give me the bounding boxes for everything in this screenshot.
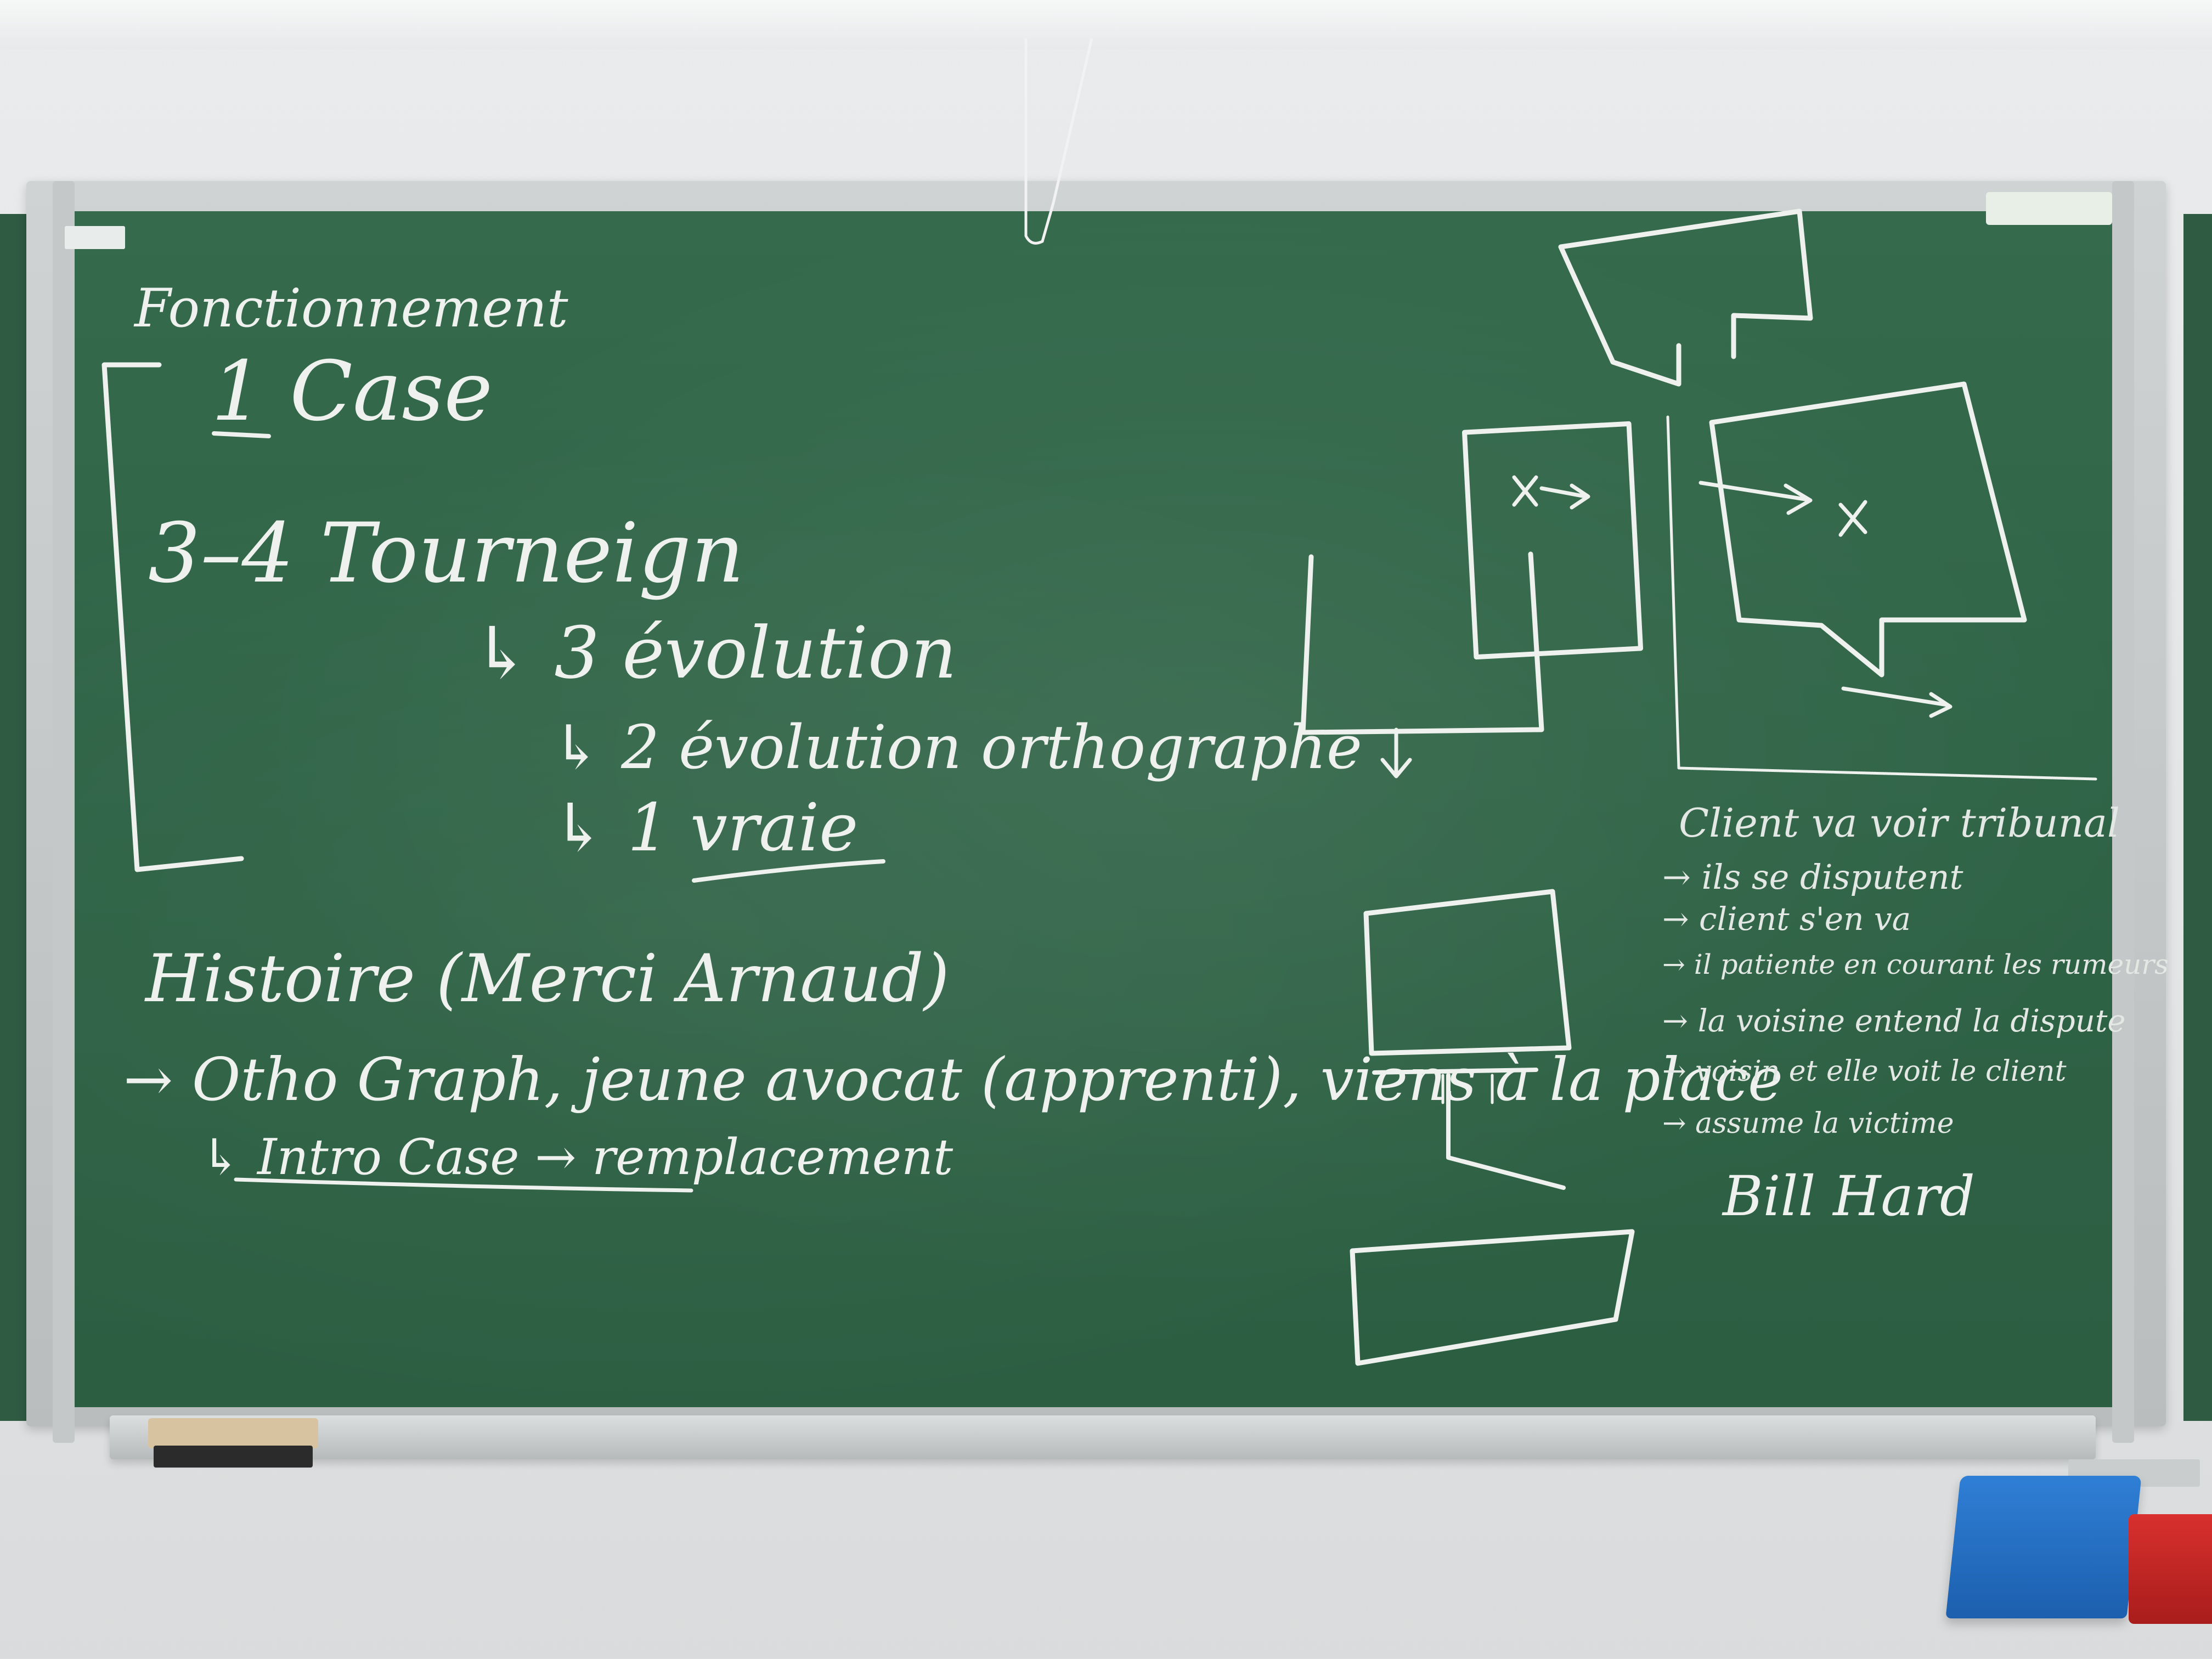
hanging-wire [1024, 38, 1093, 245]
histoire-title: Histoire (Merci Arnaud) [144, 941, 950, 1017]
note-3: → il patiente en courant les rumeurs [1662, 949, 2169, 980]
line-tourneign: 3–4 Tourneign [148, 506, 744, 601]
note-4: → la voisine entend la dispute [1662, 1003, 2125, 1039]
diagram-monitor [1363, 889, 1572, 1056]
board-eraser[interactable] [148, 1418, 318, 1473]
chalk-bracket [101, 362, 244, 872]
diagram-top-box [1558, 208, 1813, 387]
histoire-line2: ↳ Intro Case → remplacement [200, 1128, 953, 1186]
line-1case: 1 Case [211, 344, 493, 439]
heading-fonctionnement: Fonctionnement [133, 278, 568, 339]
chalk-tray [110, 1415, 2096, 1459]
histoire-line1: → Otho Graph, jeune avocat (apprenti), v… [123, 1046, 1783, 1114]
blue-storage-bin [1945, 1476, 2142, 1618]
adjacent-board-right [2183, 214, 2212, 1421]
brand-sticker [65, 226, 125, 249]
eraser-felt [154, 1446, 313, 1468]
note-6: → assume la victime [1662, 1107, 1954, 1140]
note-1: → ils se disputent [1662, 857, 1963, 897]
board-label-sticker [1986, 192, 2112, 225]
note-0: Client va voir tribunal [1679, 800, 2120, 846]
eraser-handle [148, 1418, 318, 1448]
frame-side-left [53, 181, 75, 1443]
line-3evolution: ↳ 3 évolution [472, 611, 957, 695]
red-storage-bin [2129, 1514, 2212, 1624]
line-2evolution: ↳ 2 évolution orthographe [551, 712, 1362, 782]
line-1vraie: ↳ 1 vraie [551, 790, 858, 866]
ceiling-trim [0, 0, 2212, 49]
diagram-left-box [1462, 421, 1644, 660]
signature-bill-hard: Bill Hard [1722, 1164, 1975, 1228]
frame-side-right [2112, 181, 2134, 1443]
diagram-right-box [1709, 381, 2027, 678]
diagram-bottom-box [1350, 1229, 1635, 1366]
note-2: → client s'en va [1662, 900, 1911, 938]
note-5: → voisin et elle voit le client [1662, 1055, 2067, 1088]
